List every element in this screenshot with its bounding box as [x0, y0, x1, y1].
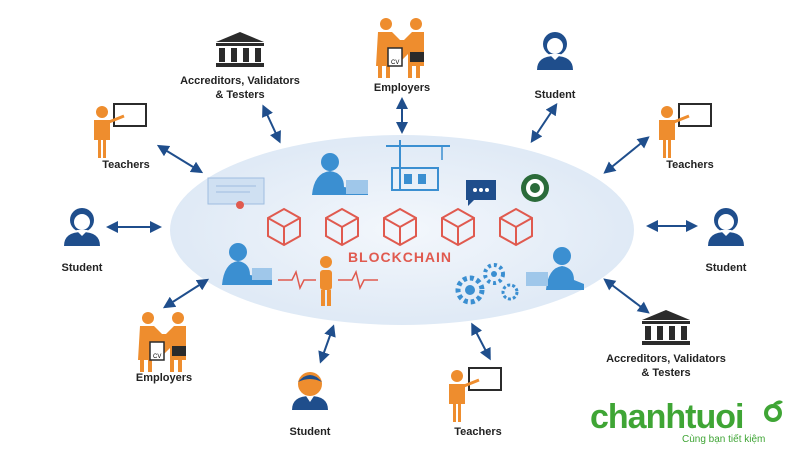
- node-label-line: Accreditors, Validators: [180, 75, 300, 87]
- certificate-icon: [207, 177, 265, 209]
- cube-icon: [325, 207, 359, 247]
- arrow: [603, 136, 650, 174]
- node-employers-top: CV Employers: [374, 17, 430, 94]
- person-at-laptop-icon: [312, 153, 368, 195]
- male-student-icon: [292, 372, 328, 410]
- cube-icon: [441, 207, 475, 247]
- node-student-top-right: Student: [535, 32, 576, 101]
- node-label-line: & Testers: [215, 89, 264, 101]
- node-student-left: Student: [62, 208, 103, 274]
- node-teachers-bottom: Teachers: [447, 366, 503, 438]
- blockchain-title: BLOCKCHAIN: [348, 249, 452, 265]
- teacher-icon: [657, 102, 713, 160]
- cube-icon: [267, 207, 301, 247]
- arrow: [530, 103, 558, 143]
- person-at-laptop-right-icon: [526, 247, 584, 290]
- node-student-bottom: Student: [290, 372, 331, 438]
- female-student-icon: [537, 32, 573, 70]
- blockchain-ellipse: [170, 135, 634, 325]
- node-accreditors-top: Accreditors, Validators & Testers: [180, 32, 300, 101]
- cube-icon: [383, 207, 417, 247]
- arrow: [262, 104, 281, 144]
- female-student-icon: [708, 208, 744, 246]
- heartbeat-icon: [278, 269, 378, 291]
- teacher-icon: [447, 366, 503, 424]
- node-label: Employers: [136, 372, 192, 384]
- cube-icon: [499, 207, 533, 247]
- lemon-leaf-icon: [764, 400, 783, 422]
- badge-icon: [521, 174, 549, 202]
- gears-icon: [455, 263, 519, 305]
- node-label: Student: [290, 426, 331, 438]
- handshake-icon: [137, 311, 187, 373]
- node-label-line: & Testers: [641, 367, 690, 379]
- bank-icon: [642, 310, 690, 345]
- arrow: [603, 278, 650, 314]
- cv-label: CV: [391, 60, 399, 66]
- blockchain-cubes: [267, 207, 533, 247]
- node-label: Student: [706, 262, 747, 274]
- arrow: [162, 278, 210, 309]
- bank-icon: [216, 32, 264, 67]
- node-employers-bottom-left: CV Employers: [136, 311, 192, 384]
- node-label-line: Accreditors, Validators: [606, 353, 726, 365]
- node-student-right: Student: [706, 208, 747, 274]
- female-student-icon: [64, 208, 100, 246]
- node-label: Teachers: [102, 159, 150, 171]
- node-teachers-right: Teachers: [657, 102, 714, 171]
- brand-tagline: Cùng bạn tiết kiệm: [682, 434, 766, 445]
- node-label: Teachers: [666, 159, 714, 171]
- node-teachers-left: Teachers: [92, 102, 150, 171]
- arrow: [318, 324, 336, 364]
- node-label: Teachers: [454, 426, 502, 438]
- brand-name: chanhtuoi: [590, 398, 744, 436]
- person-at-laptop-left-icon: [222, 243, 272, 285]
- chat-bubble-icon: [466, 180, 496, 206]
- handshake-icon: [375, 17, 425, 79]
- human-body-icon: [320, 256, 332, 306]
- cv-label: CV: [153, 354, 161, 360]
- connection-arrows: [106, 97, 698, 364]
- node-label: Employers: [374, 82, 430, 94]
- brand-logo: chanhtuoi Cùng bạn tiết kiệm: [590, 400, 795, 455]
- node-label: Student: [62, 262, 103, 274]
- arrow: [156, 144, 204, 174]
- node-accreditors-bottom-right: Accreditors, Validators & Testers: [606, 310, 726, 379]
- teacher-icon: [92, 102, 148, 160]
- factory-crane-icon: [386, 140, 450, 191]
- node-label: Student: [535, 89, 576, 101]
- arrow: [471, 322, 491, 361]
